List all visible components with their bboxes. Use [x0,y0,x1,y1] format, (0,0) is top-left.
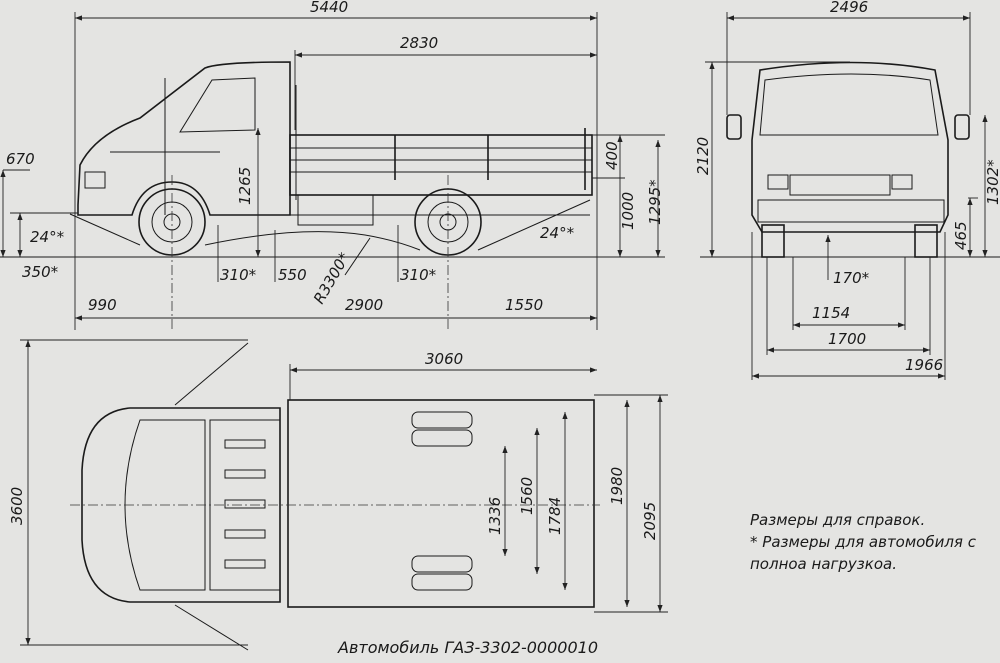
dim-track: 1700 [828,330,866,348]
dim-1784: 1784 [546,497,564,535]
fuel-tank [297,194,374,226]
rear-wheels-top [411,411,473,591]
dim-approach-angle: 24°* [30,228,65,246]
dim-1000: 1000 [619,192,637,230]
dim-departure-angle: 24°* [540,224,575,242]
roof-ribs [224,439,266,569]
cargo-bed [289,134,593,196]
dim-1154: 1154 [812,304,850,322]
side-view-labels: 5440 2830 670 24°* 24°* 350* 1265 310* 5… [6,0,664,314]
dim-1336: 1336 [486,497,504,535]
front-outline [751,61,949,233]
dim-overall-length: 5440 [310,0,348,16]
dim-wheelbase: 2900 [345,296,383,314]
grille [789,174,891,196]
dim-2095: 2095 [641,502,659,540]
dim-1980: 1980 [608,467,626,505]
top-view-labels: 3060 3600 1336 1560 1784 1980 2095 [8,350,659,540]
dim-3600: 3600 [8,487,26,525]
cab-window [179,77,256,133]
open-door-right [174,604,249,651]
note-line-1: Размеры для справок. [750,511,925,529]
note-line-3: полноа нагрузкоа. [750,555,897,573]
dim-1302: 1302* [984,159,1000,205]
dim-overall-width: 2496 [830,0,868,16]
dim-670: 670 [6,150,35,168]
open-door-left [174,342,249,406]
dim-rear-clearance: 310* [400,266,437,284]
bumper [757,199,945,223]
top-view [20,339,668,651]
cab-top-outline [81,407,281,603]
dim-body-length: 2830 [400,34,438,52]
dim-1550: 1550 [505,296,543,314]
left-mirror [726,114,742,140]
dim-platform-length: 3060 [425,350,463,368]
dim-front-clearance: 310* [220,266,257,284]
dim-990: 990 [88,296,117,314]
dim-1295: 1295* [646,179,664,225]
dim-1966: 1966 [905,356,943,374]
dim-465: 465 [952,221,970,250]
drawing-caption: Автомобиль ГАЗ-3302-0000010 [337,638,598,657]
dim-overall-height: 2120 [694,137,712,175]
dim-ground-clearance: 170* [833,269,870,287]
front-view [700,12,1000,380]
cab-outline [77,61,291,216]
platform-top [287,399,595,608]
dim-1265: 1265 [236,167,254,205]
cab-roof [124,419,206,591]
dim-350: 350* [22,263,59,281]
notes: Размеры для справок. * Размеры для автом… [750,511,977,573]
note-line-2: * Размеры для автомобиля с [750,533,977,551]
dim-550: 550 [278,266,307,284]
front-view-labels: 2496 2120 1302* 465 170* 1154 1700 1966 [694,0,1000,374]
side-view [0,12,665,330]
right-mirror [954,114,970,140]
dim-1560: 1560 [518,477,536,515]
headlight [84,171,106,189]
windshield [759,73,939,136]
dim-400: 400 [603,141,621,170]
